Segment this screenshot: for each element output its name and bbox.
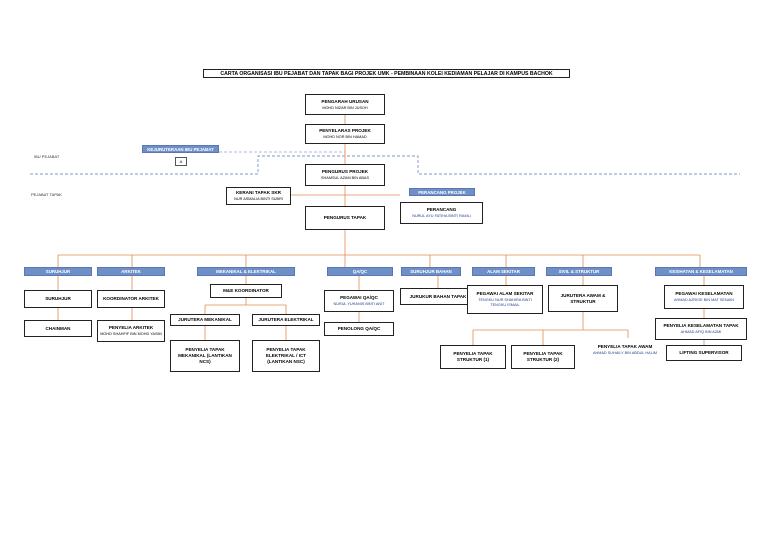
node-title: PENYELARAS PROJEK xyxy=(319,128,371,134)
header-qaqc: QA/QC xyxy=(327,267,393,276)
node-person: AHMAD AZRIGE BIN MAT SENAIN xyxy=(674,298,734,303)
node-me-koordinator: M&E KOORDINATOR xyxy=(210,284,282,298)
node-penyelia-arkitek: PENYELIA ARKITEK MOHD SHAHFIF BIN MOHD Y… xyxy=(97,320,165,342)
node-penyelia-struktur-2: PENYELIA TAPAK STRUKTUR (2) xyxy=(511,345,575,369)
node-title: PEGAWAI ALAM SEKITAR xyxy=(476,291,534,297)
node-jurutera-awam-struktur: JURUTERA AWAM & STRUKTUR xyxy=(548,285,618,312)
node-title: KOORDINATOR ARKITEK xyxy=(103,296,159,302)
node-koordinator-arkitek: KOORDINATOR ARKITEK xyxy=(97,290,165,308)
node-chainman: CHAINMAN xyxy=(24,320,92,337)
node-kerani-tapak: KERANI TAPAK SKR NUR ASMALIA BINTI SUBRI xyxy=(226,187,291,205)
node-person: AHMAD AFIQ BIN AZMI xyxy=(680,330,722,335)
header-mekanikal-elektrikal: MEKANIKAL & ELEKTRIKAL xyxy=(197,267,295,276)
line-me-split xyxy=(204,298,287,314)
node-title: PENOLONG QA/QC xyxy=(337,326,381,332)
hq-divider-dashed xyxy=(30,155,740,175)
node-title: PENGURUS TAPAK xyxy=(323,215,367,221)
header-arkitek: ARKITEK xyxy=(97,267,165,276)
node-jurutera-mekanikal: JURUTERA MEKANIKAL xyxy=(170,314,240,326)
node-pegawai-alam-sekitar: PEGAWAI ALAM SEKITAR TENGKU NUR SHAHIRA … xyxy=(467,285,543,314)
node-pegawai-qaqc: PEGAWAI QA/QC NURUL YUHANIS BINTI ANIT xyxy=(324,290,394,312)
node-title: PENYELIA TAPAK STRUKTUR (2) xyxy=(523,351,563,362)
node-title: SURUHJUR xyxy=(45,296,71,302)
node-perancang: PERANCANG NURUL AYU FATIHA BINTI RAMLI xyxy=(400,202,483,224)
header-alam-sekitar: ALAM SEKITAR xyxy=(472,267,535,276)
node-title: JURUTERA AWAM & STRUKTUR xyxy=(560,292,606,304)
node-person: NUR ASMALIA BINTI SUBRI xyxy=(234,197,283,202)
node-penyelia-tapak-awam: PENYELIA TAPAK AWAM AHMAD SUHAILY BIN AB… xyxy=(587,338,663,362)
node-person: MOHD NOR BIN HAMAD xyxy=(323,135,367,140)
node-person: SHAMSUL AZAM BIN ABAS xyxy=(321,176,369,181)
node-jurukur-bahan-tapak: JURUKUR BAHAN TAPAK xyxy=(400,288,476,305)
node-pegawai-keselamatan: PEGAWAI KESELAMATAN AHMAD AZRIGE BIN MAT… xyxy=(664,285,744,309)
node-person: TENGKU NUR SHAHIRA BINTI TENGKU ISMAIL xyxy=(478,298,532,308)
node-title: JURUKUR BAHAN TAPAK xyxy=(409,293,467,299)
node-penyelia-keselamatan-tapak: PENYELIA KESELAMATAN TAPAK AHMAD AFIQ BI… xyxy=(655,318,747,340)
label-pejabat-tapak: PEJABAT TAPAK xyxy=(31,192,62,197)
node-title: PEGAWAI KESELAMATAN xyxy=(675,291,733,297)
node-pengarah-urusan: PENGARAH URUSAN MOHD NIZAR BIN JUSOH xyxy=(305,94,385,115)
node-title: PERANCANG xyxy=(426,207,457,213)
node-pengurus-tapak: PENGURUS TAPAK xyxy=(305,206,385,230)
node-penyelia-elektrikal: PENYELIA TAPAK ELEKTRIKAL / ICT (LANTIKA… xyxy=(252,340,320,372)
node-person: AHMAD SUHAILY BIN ABDUL HALIM xyxy=(592,351,658,356)
node-title: PENYELIA TAPAK AWAM xyxy=(597,344,653,350)
node-title: LIFTING SUPERVISOR xyxy=(679,350,729,356)
header-kesihatan-keselamatan: KESIHATAN & KESELAMATAN xyxy=(655,267,747,276)
node-title: PENYELIA TAPAK MEKANIKAL (LANTIKAN NCS) xyxy=(178,347,232,364)
node-title: PEGAWAI QA/QC xyxy=(340,295,378,301)
node-person: MOHD NIZAR BIN JUSOH xyxy=(322,105,368,110)
header-kejuruteraan-ibu-pejabat: KEJURUTERAAN IBU PEJABAT xyxy=(142,145,219,153)
node-title: CHAINMAN xyxy=(45,325,71,331)
node-lifting-supervisor: LIFTING SUPERVISOR xyxy=(666,345,742,361)
node-title: PENYELIA KESELAMATAN TAPAK xyxy=(663,323,739,329)
node-penyelaras-projek: PENYELARAS PROJEK MOHD NOR BIN HAMAD xyxy=(305,124,385,144)
node-title: PENYELIA TAPAK ELEKTRIKAL / ICT (LANTIKA… xyxy=(265,347,307,364)
chart-title: CARTA ORGANISASI IBU PEJABAT DAN TAPAK B… xyxy=(203,69,570,78)
header-sivil-struktur: SIVIL & STRUKTUR xyxy=(546,267,612,276)
node-title: JURUTERA ELEKTRIKAL xyxy=(258,317,314,323)
node-title: M&E KOORDINATOR xyxy=(223,288,269,294)
node-penolong-qaqc: PENOLONG QA/QC xyxy=(324,322,394,336)
node-kejuruteraan-tag: A xyxy=(175,157,187,166)
node-pengurus-projek: PENGURUS PROJEK SHAMSUL AZAM BIN ABAS xyxy=(305,164,385,186)
node-title: PENYELIA TAPAK STRUKTUR (1) xyxy=(453,351,493,362)
node-person: NURUL YUHANIS BINTI ANIT xyxy=(333,302,385,307)
node-title: PENYELIA ARKITEK xyxy=(108,325,154,331)
line-me-penyelia xyxy=(204,326,287,340)
node-title: KERANI TAPAK SKR xyxy=(235,190,281,196)
node-jurutera-elektrikal: JURUTERA ELEKTRIKAL xyxy=(252,314,320,326)
header-perancang-projek: PERANCANG PROJEK xyxy=(409,188,475,196)
node-title: JURUTERA MEKANIKAL xyxy=(178,317,232,323)
label-ibu-pejabat: IBU PEJABAT xyxy=(34,154,60,159)
node-suruhjur: SURUHJUR xyxy=(24,290,92,308)
node-title: PENGURUS PROJEK xyxy=(321,169,369,175)
node-penyelia-struktur-1: PENYELIA TAPAK STRUKTUR (1) xyxy=(440,345,506,369)
node-person: NURUL AYU FATIHA BINTI RAMLI xyxy=(412,214,471,219)
node-person: MOHD SHAHFIF BIN MOHD YASIM xyxy=(100,332,162,337)
header-suruhjur-bahan: SURUHJUR BAHAN xyxy=(401,267,461,276)
node-penyelia-mekanikal: PENYELIA TAPAK MEKANIKAL (LANTIKAN NCS) xyxy=(170,340,240,372)
header-suruhjur: SURUHJUR xyxy=(24,267,92,276)
node-title: PENGARAH URUSAN xyxy=(321,98,369,104)
